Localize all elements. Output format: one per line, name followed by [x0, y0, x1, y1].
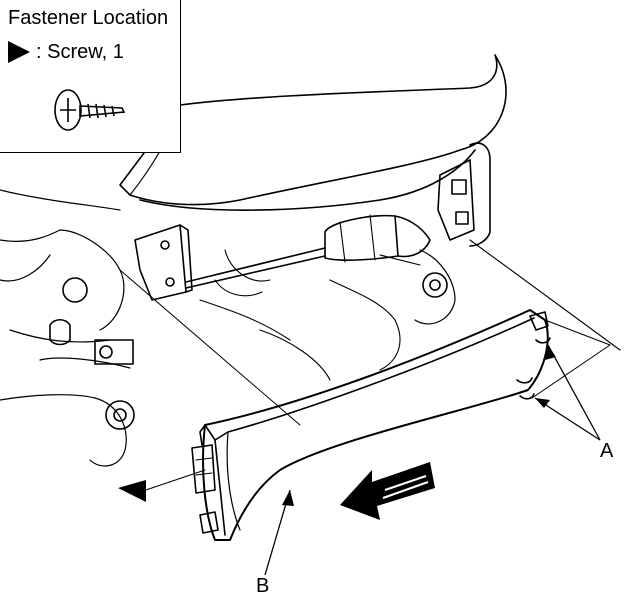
fastener-legend: Fastener Location : Screw, 1 — [0, 0, 181, 153]
adjuster-motor — [324, 214, 399, 261]
seat-bracket-right — [437, 159, 475, 241]
callout-label-a: A — [600, 440, 614, 462]
legend-fastener-row: : Screw, 1 — [8, 40, 124, 64]
seat-cable — [185, 247, 326, 283]
trim-cover — [202, 309, 549, 541]
screw-icon — [54, 89, 126, 131]
screw-leader-line — [139, 469, 206, 493]
floor-frame — [0, 189, 121, 211]
removal-direction-arrow — [340, 462, 435, 520]
cover-hook-left — [191, 444, 216, 494]
callout-label-b: B — [256, 575, 270, 597]
cover-clip-3 — [516, 377, 533, 384]
legend-fastener-desc: : Screw, 1 — [36, 41, 124, 63]
cover-clip-2 — [535, 337, 551, 344]
seat-cushion — [119, 54, 507, 206]
cover-clip-1 — [529, 311, 549, 331]
alignment-line — [119, 269, 301, 426]
screw-location-marker — [118, 480, 146, 502]
seat-bracket-left — [134, 224, 187, 301]
legend-title: Fastener Location — [8, 7, 169, 29]
seat-track-block — [94, 339, 134, 365]
triangle-marker-icon — [8, 41, 30, 63]
cover-clip-4 — [519, 393, 535, 400]
seat-cushion-lower-edge — [139, 149, 476, 211]
